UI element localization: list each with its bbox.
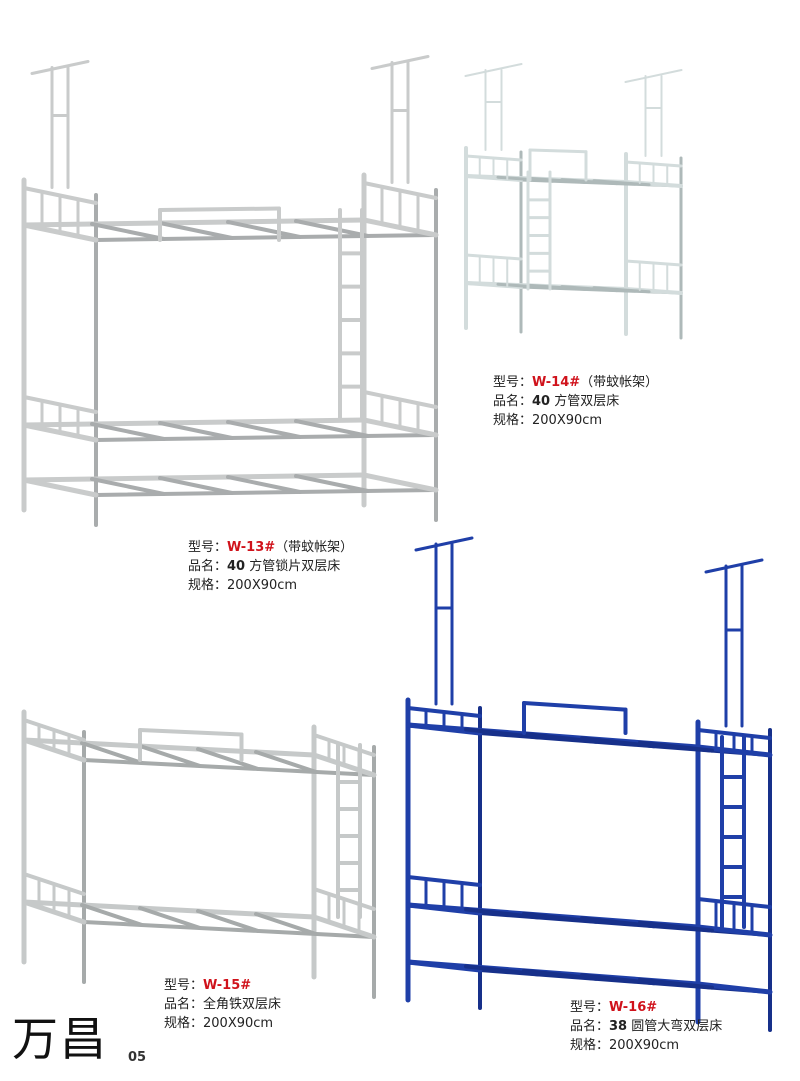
bed-slat xyxy=(464,727,540,740)
model-note: （带蚊帐架） xyxy=(275,540,354,555)
bottom-shelf xyxy=(21,472,367,483)
bottom-shelf xyxy=(21,477,99,498)
name-label: 品名： xyxy=(188,559,228,574)
bed-slat xyxy=(196,909,260,933)
bed-slat xyxy=(80,741,144,765)
bottom-shelf xyxy=(405,959,483,973)
bed-image-w13 xyxy=(21,55,439,527)
bottom-shelf xyxy=(361,472,439,493)
bed-slat xyxy=(158,421,234,440)
bed-slat xyxy=(90,222,166,241)
net-bar xyxy=(624,69,683,83)
lower-frame xyxy=(94,433,438,442)
product-info-w16: 型号：W-16# 品名：38 圆管大弯双层床 规格：200X90cm xyxy=(570,998,722,1055)
bed-slat xyxy=(158,221,234,240)
bed-image-w15 xyxy=(21,709,377,999)
lower-frame xyxy=(21,417,367,428)
bed-slat xyxy=(522,968,598,981)
bed-slat xyxy=(226,420,302,439)
bed-slat xyxy=(522,731,598,744)
bed-slat xyxy=(294,219,370,238)
model-label: 型号： xyxy=(570,1000,610,1015)
bed-slat xyxy=(592,286,651,294)
bed-slat xyxy=(90,477,166,496)
name-label: 品名： xyxy=(164,997,204,1012)
side-guard xyxy=(528,148,588,154)
bed-image-w14 xyxy=(464,63,683,340)
product-spec: 200X90cm xyxy=(203,1016,274,1031)
bottom-shelf xyxy=(94,488,438,497)
model-note: （带蚊帐架） xyxy=(580,375,659,390)
product-name: 圆管大弯双层床 xyxy=(631,1019,723,1034)
spec-label: 规格： xyxy=(570,1038,610,1053)
model-number: W-15# xyxy=(203,978,252,993)
product-info-w13: 型号：W-13#（带蚊帐架） 品名：40 方管锁片双层床 规格：200X90cm xyxy=(188,538,353,595)
bed-slat xyxy=(196,747,260,771)
lower-frame xyxy=(21,899,317,920)
product-info-w14: 型号：W-14#（带蚊帐架） 品名：40 方管双层床 规格：200X90cm xyxy=(493,373,658,430)
bed-slat xyxy=(80,903,144,927)
bed-slat xyxy=(254,750,318,774)
bed-slat xyxy=(226,220,302,239)
bed-slat xyxy=(158,476,234,495)
product-name: 全角铁双层床 xyxy=(203,997,282,1012)
bed-slat xyxy=(580,916,656,929)
name-size: 40 xyxy=(227,559,246,574)
bed-slat xyxy=(294,474,370,493)
product-name: 方管锁片双层床 xyxy=(249,559,341,574)
bed-slat xyxy=(294,419,370,438)
bed-slat xyxy=(638,740,714,753)
bed-slat xyxy=(592,179,651,187)
model-label: 型号： xyxy=(493,375,533,390)
bed-slat xyxy=(464,907,540,920)
side-guard xyxy=(138,728,244,737)
spec-label: 规格： xyxy=(493,413,533,428)
bed-slat xyxy=(638,920,714,933)
model-number: W-14# xyxy=(532,375,581,390)
bottom-shelf xyxy=(695,981,773,995)
net-bar xyxy=(370,55,430,70)
spec-label: 规格： xyxy=(164,1016,204,1031)
net-bar xyxy=(414,536,474,552)
side-guard xyxy=(522,701,628,712)
product-spec: 200X90cm xyxy=(609,1038,680,1053)
name-size: 40 xyxy=(532,394,551,409)
bed-slat xyxy=(580,973,656,986)
model-label: 型号： xyxy=(164,978,204,993)
bed-slat xyxy=(580,736,656,749)
net-bar xyxy=(30,60,90,75)
bed-slat xyxy=(522,911,598,924)
spec-label: 规格： xyxy=(188,578,228,593)
net-bar xyxy=(464,63,523,77)
upper-frame xyxy=(82,758,376,777)
name-label: 品名： xyxy=(493,394,533,409)
brand-logo: 万昌 xyxy=(12,1012,108,1066)
model-number: W-16# xyxy=(609,1000,658,1015)
bed-slat xyxy=(90,422,166,441)
net-bar xyxy=(704,558,764,574)
bed-image-w16 xyxy=(405,536,773,1032)
model-number: W-13# xyxy=(227,540,276,555)
lower-frame xyxy=(82,920,376,939)
product-spec: 200X90cm xyxy=(532,413,603,428)
upper-frame xyxy=(21,217,367,228)
upper-frame xyxy=(94,233,438,242)
name-size: 38 xyxy=(609,1019,628,1034)
bed-slat xyxy=(138,906,202,930)
product-name: 方管双层床 xyxy=(554,394,620,409)
product-spec: 200X90cm xyxy=(227,578,298,593)
bed-slat xyxy=(226,475,302,494)
side-guard xyxy=(158,206,281,212)
bed-slat xyxy=(254,912,318,936)
bed-slat xyxy=(138,744,202,768)
upper-frame xyxy=(21,737,317,758)
name-label: 品名： xyxy=(570,1019,610,1034)
model-label: 型号： xyxy=(188,540,228,555)
bed-slat xyxy=(638,977,714,990)
page-number: 05 xyxy=(128,1050,147,1065)
product-info-w15: 型号：W-15# 品名：全角铁双层床 规格：200X90cm xyxy=(164,976,281,1033)
bed-slat xyxy=(464,964,540,977)
